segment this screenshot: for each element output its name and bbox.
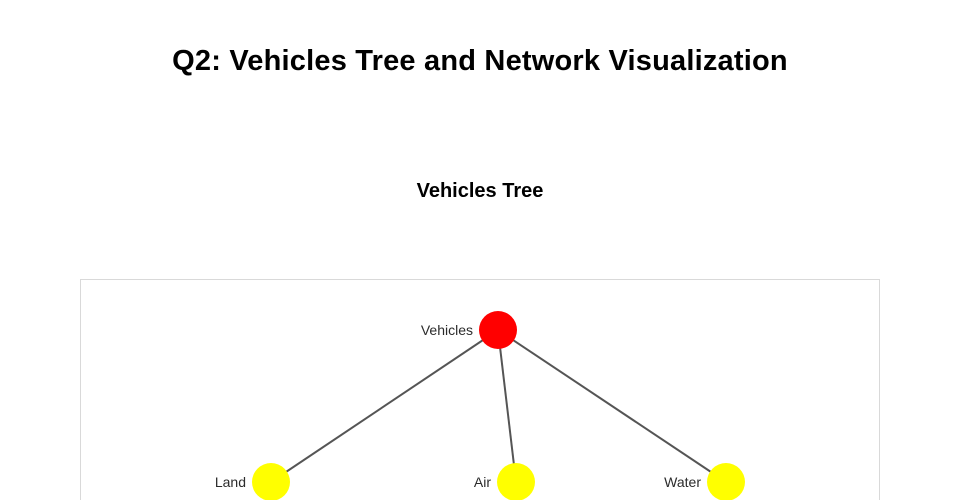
node-label-vehicles: Vehicles [421,322,473,338]
section-title: Vehicles Tree [416,180,544,202]
tree-edge-vehicles-air [497,329,517,483]
node-label-air: Air [474,474,491,490]
tree-node-land[interactable] [252,463,290,500]
tree-edge-vehicles-water [497,329,727,483]
node-label-land: Land [215,474,246,490]
tree-edge-vehicles-land [270,329,499,483]
tree-node-vehicles[interactable] [479,311,517,349]
page-title: Q2: Vehicles Tree and Network Visualizat… [172,45,788,77]
tree-node-air[interactable] [497,463,535,500]
node-label-water: Water [664,474,701,490]
tree-node-water[interactable] [707,463,745,500]
